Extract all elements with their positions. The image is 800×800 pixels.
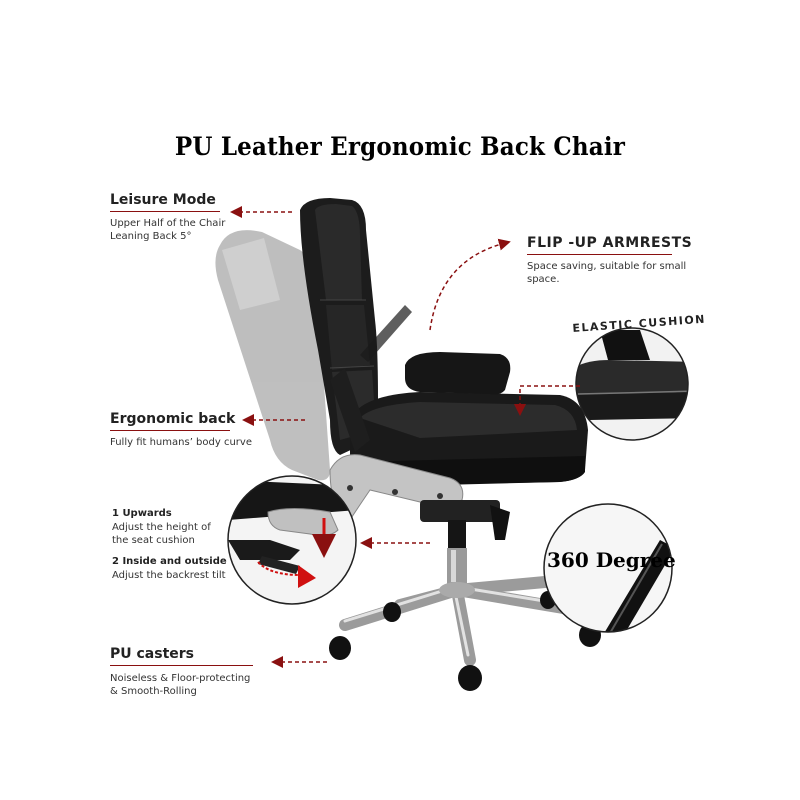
cushion-inset [575, 327, 689, 441]
step2-heading: 2 Inside and outside [112, 556, 227, 567]
casters-desc-2: & Smooth-Rolling [110, 686, 197, 697]
leisure-mode-rule [110, 211, 220, 212]
seat [350, 392, 588, 486]
casters [329, 591, 601, 691]
armrests-rule [527, 254, 672, 255]
step2-desc: Adjust the backrest tilt [112, 570, 226, 581]
casters-heading: PU casters [110, 646, 195, 662]
casters-desc-1: Noiseless & Floor-protecting [110, 673, 251, 684]
rotation-inset [543, 503, 673, 633]
ergonomic-back-rule [110, 430, 230, 431]
leisure-mode-desc-1: Upper Half of the Chair [110, 218, 226, 229]
armrests-heading: FLIP -UP ARMRESTS [527, 235, 693, 251]
armrests-desc-2: space. [527, 274, 560, 285]
step1-desc-2: the seat cushion [112, 535, 195, 546]
ergonomic-back-heading: Ergonomic back [110, 411, 236, 427]
ergonomic-back-desc: Fully fit humans’ body curve [110, 437, 252, 448]
casters-rule [110, 665, 253, 666]
leisure-mode-desc-2: Leaning Back 5° [110, 231, 192, 242]
armrest [330, 305, 511, 452]
step1-heading: 1 Upwards [112, 508, 172, 519]
rotation-label: 360 Degree [547, 548, 676, 572]
step1-desc-1: Adjust the height of [112, 522, 211, 533]
lever-inset [227, 475, 357, 605]
gas-lift [447, 520, 467, 584]
page-title: PU Leather Ergonomic Back Chair [174, 132, 626, 161]
leisure-mode-heading: Leisure Mode [110, 192, 216, 208]
mechanism [420, 500, 510, 540]
armrests-desc-1: Space saving, suitable for small [527, 261, 687, 272]
ghost-backrest [215, 230, 330, 481]
